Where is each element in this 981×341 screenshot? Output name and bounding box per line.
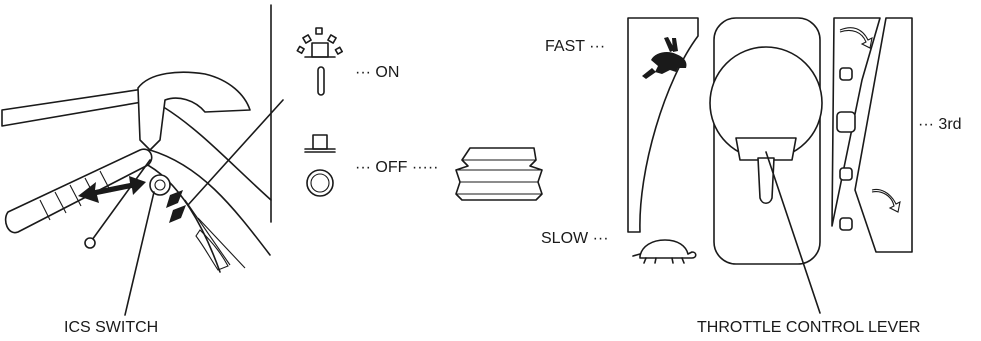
position-marker [839, 167, 853, 181]
double-arrow-icon [78, 176, 146, 203]
ics-knob [149, 174, 171, 196]
brake-lever [91, 159, 151, 241]
switch-boot-icon [455, 147, 543, 201]
handlebar-tube [1, 87, 155, 127]
slot [195, 229, 229, 271]
body-line [141, 161, 221, 273]
ics-knob-inner [154, 179, 166, 191]
throttle-lever-label: THROTTLE CONTROL LEVER [697, 319, 921, 336]
position-panel [831, 17, 913, 253]
arrow-down-icon [871, 188, 901, 213]
grip [4, 148, 153, 234]
slow-label: SLOW ··· [541, 230, 609, 247]
lamp-off-icon [304, 134, 336, 197]
ics-leader-line [124, 191, 155, 316]
grip-ridges [39, 170, 112, 221]
lever-tip [84, 237, 96, 249]
body-line [164, 107, 272, 201]
stripe-mark [169, 205, 186, 223]
body-line [197, 217, 246, 269]
on-label: ··· ON [355, 64, 400, 81]
body-line [184, 199, 231, 266]
stripe-mark [166, 190, 183, 208]
speed-panel [627, 17, 699, 233]
lamp-on-icon [296, 27, 344, 96]
fast-label: FAST ··· [545, 38, 606, 55]
bracket [137, 71, 251, 151]
lever-leader-line [765, 151, 821, 314]
body-line [149, 149, 271, 256]
pointer-line [187, 99, 284, 206]
ics-switch-label: ICS SWITCH [64, 319, 159, 336]
lever-housing [709, 17, 823, 314]
turtle-icon [632, 239, 697, 264]
rabbit-icon [642, 37, 687, 79]
off-label: ··· OFF ····· [355, 159, 439, 176]
position-marker [839, 217, 853, 231]
arrow-up-icon [839, 27, 873, 49]
handlebar-illustration [1, 4, 284, 316]
position-marker [839, 67, 853, 81]
position-marker-current [836, 111, 856, 133]
third-label: ··· 3rd [918, 116, 962, 133]
